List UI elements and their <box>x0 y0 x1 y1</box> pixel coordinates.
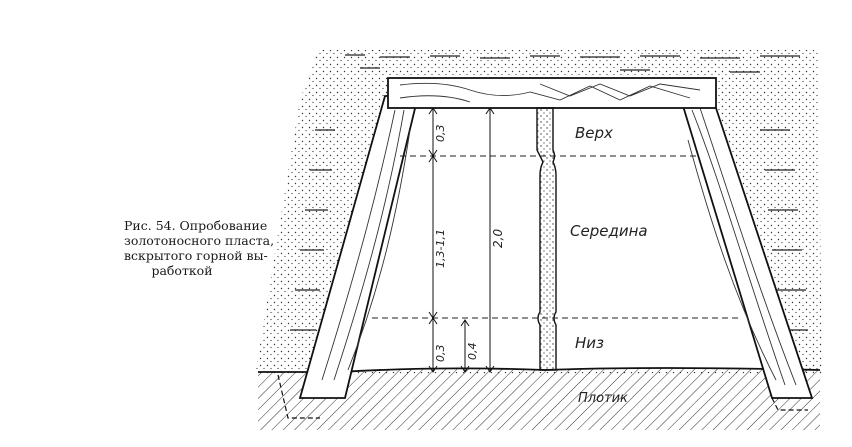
zone-label-bottom: Низ <box>575 334 604 352</box>
dim-bottom-zone: 0,3 <box>434 345 447 363</box>
caption-line: работкой <box>151 263 213 278</box>
sample-channel <box>536 107 557 371</box>
caption-line: золотоносного пласта, <box>124 233 275 248</box>
zone-boundaries <box>372 155 742 319</box>
dim-top-zone: 0,3 <box>434 125 447 143</box>
floor-label: Плотик <box>578 391 628 406</box>
figure-caption: Рис. 54. Опробование золотоносного пласт… <box>124 218 275 278</box>
zone-label-top: Верх <box>575 124 613 142</box>
bedrock-floor <box>258 368 820 430</box>
caption-line: вскрытого горной вы- <box>124 248 268 263</box>
strata-marks <box>290 54 808 331</box>
caption-line: Рис. 54. Опробование <box>124 218 268 233</box>
cap-beam <box>387 77 717 109</box>
dim-total-height: 2,0 <box>491 229 505 248</box>
dimension-lines <box>428 107 495 373</box>
dim-bottom-alt: 0,4 <box>466 343 479 361</box>
zone-label-middle: Середина <box>570 222 648 240</box>
dim-middle-zone: 1,3-1,1 <box>434 229 447 268</box>
